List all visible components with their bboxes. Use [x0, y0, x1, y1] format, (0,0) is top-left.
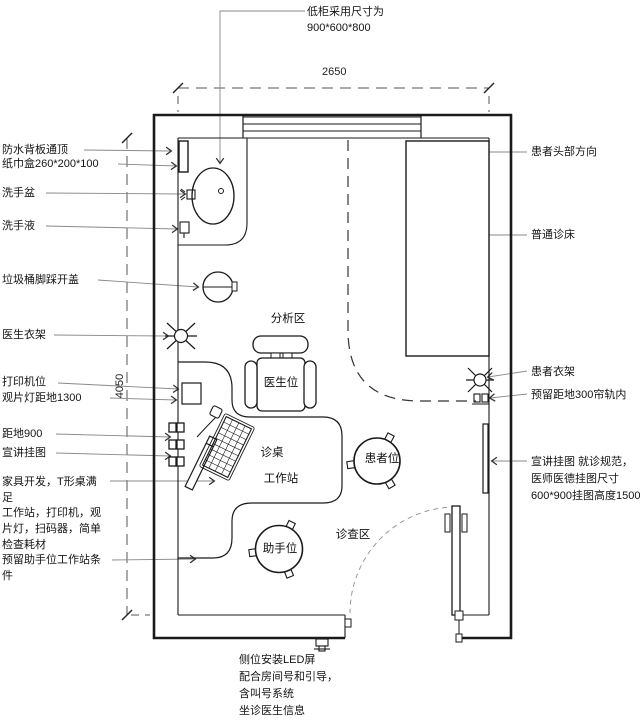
label-patient-coat-rack: 患者衣架: [531, 366, 575, 378]
patient-coat-rack-icon: [466, 367, 494, 393]
dimension-left: [121, 132, 150, 621]
label-height-900: 距地900: [2, 428, 43, 440]
cabinet-size-note: 低柜采用尺寸为 900*600*800: [307, 4, 384, 36]
led-note-line2: 配合房间号和引导，: [239, 671, 338, 683]
patient-stool: [346, 432, 401, 490]
label-t-desk: 家具开发，T形桌满足: [2, 476, 97, 504]
door-swing-arc: [349, 506, 457, 614]
wash-counter: [178, 138, 248, 246]
zone-doctor-seat: 医生位: [263, 377, 299, 389]
led-note-line4: 坐诊医生信息: [239, 705, 305, 717]
label-workstation-equipment: 工作站，打印机，观片灯，扫码器，简单检查耗材: [2, 507, 101, 551]
zone-exam: 诊查区: [335, 529, 371, 541]
curtain-track-fixture: [472, 393, 489, 405]
label-trash-can: 垃圾桶脚踩开盖: [2, 274, 79, 286]
assistant-stool: [248, 519, 304, 579]
top-wall-cabinet: [242, 115, 422, 139]
mouse: [209, 405, 223, 419]
soap-dispenser: [179, 221, 190, 238]
printer: [181, 382, 202, 405]
label-patient-head: 患者头部方向: [531, 146, 597, 158]
trash-can: [202, 271, 238, 303]
led-note-line1: 侧位安装LED屏: [239, 654, 316, 666]
led-screen-note: 侧位安装LED屏 配合房间号和引导， 含叫号系统 坐诊医生信息: [239, 652, 338, 720]
label-tissue-box: 纸巾盒260*200*100: [2, 158, 99, 170]
doctor-coat-rack-icon: [165, 322, 197, 350]
consultation-desk: [178, 361, 343, 559]
label-chart-right: 宣讲挂图 就诊规范，医师医德挂图尺寸600*900挂图高度1500: [531, 456, 640, 502]
tissue-box: [178, 140, 189, 173]
label-wash-basin: 洗手盆: [2, 187, 35, 199]
dimension-width-text: 2650: [322, 66, 347, 78]
label-doctor-coat-rack: 医生衣架: [2, 329, 46, 341]
mouse-cable: [196, 416, 217, 438]
zone-workstation: 工作站: [263, 473, 299, 485]
wall-chart-panel: [482, 423, 489, 494]
label-film-light: 观片灯距地1300: [2, 392, 82, 404]
dimension-height-text: 4050: [114, 373, 126, 399]
label-curtain-track: 预留距地300帘轨内: [531, 389, 627, 401]
door-leaf: [444, 505, 468, 643]
privacy-curtain-line: [347, 140, 476, 402]
label-assistant-workstation: 预留助手位工作站条件: [2, 554, 101, 582]
cabinet-size-note-line1: 低柜采用尺寸为: [307, 6, 384, 18]
label-chart-left: 宣讲挂图: [2, 447, 46, 459]
zone-assistant-seat: 助手位: [262, 543, 298, 555]
wall-sockets: [168, 422, 185, 467]
zone-analysis: 分析区: [270, 313, 306, 325]
wash-basin: [180, 167, 235, 225]
zone-desk: 诊桌: [260, 447, 284, 459]
label-waterproof-panel: 防水背板通顶: [2, 144, 68, 156]
doctor-chair: [244, 335, 317, 412]
zone-patient-seat: 患者位: [364, 453, 400, 465]
exam-bed: [405, 140, 490, 357]
label-printer: 打印机位: [2, 376, 46, 388]
led-note-line3: 含叫号系统: [239, 688, 294, 700]
leader-lines: [45, 10, 528, 564]
dimension-top: [172, 82, 495, 112]
cabinet-size-note-line2: 900*600*800: [307, 22, 371, 34]
label-hand-soap: 洗手液: [2, 220, 35, 232]
keyboard: [199, 413, 255, 481]
label-exam-bed: 普通诊床: [531, 229, 575, 241]
led-screen: [314, 638, 330, 652]
